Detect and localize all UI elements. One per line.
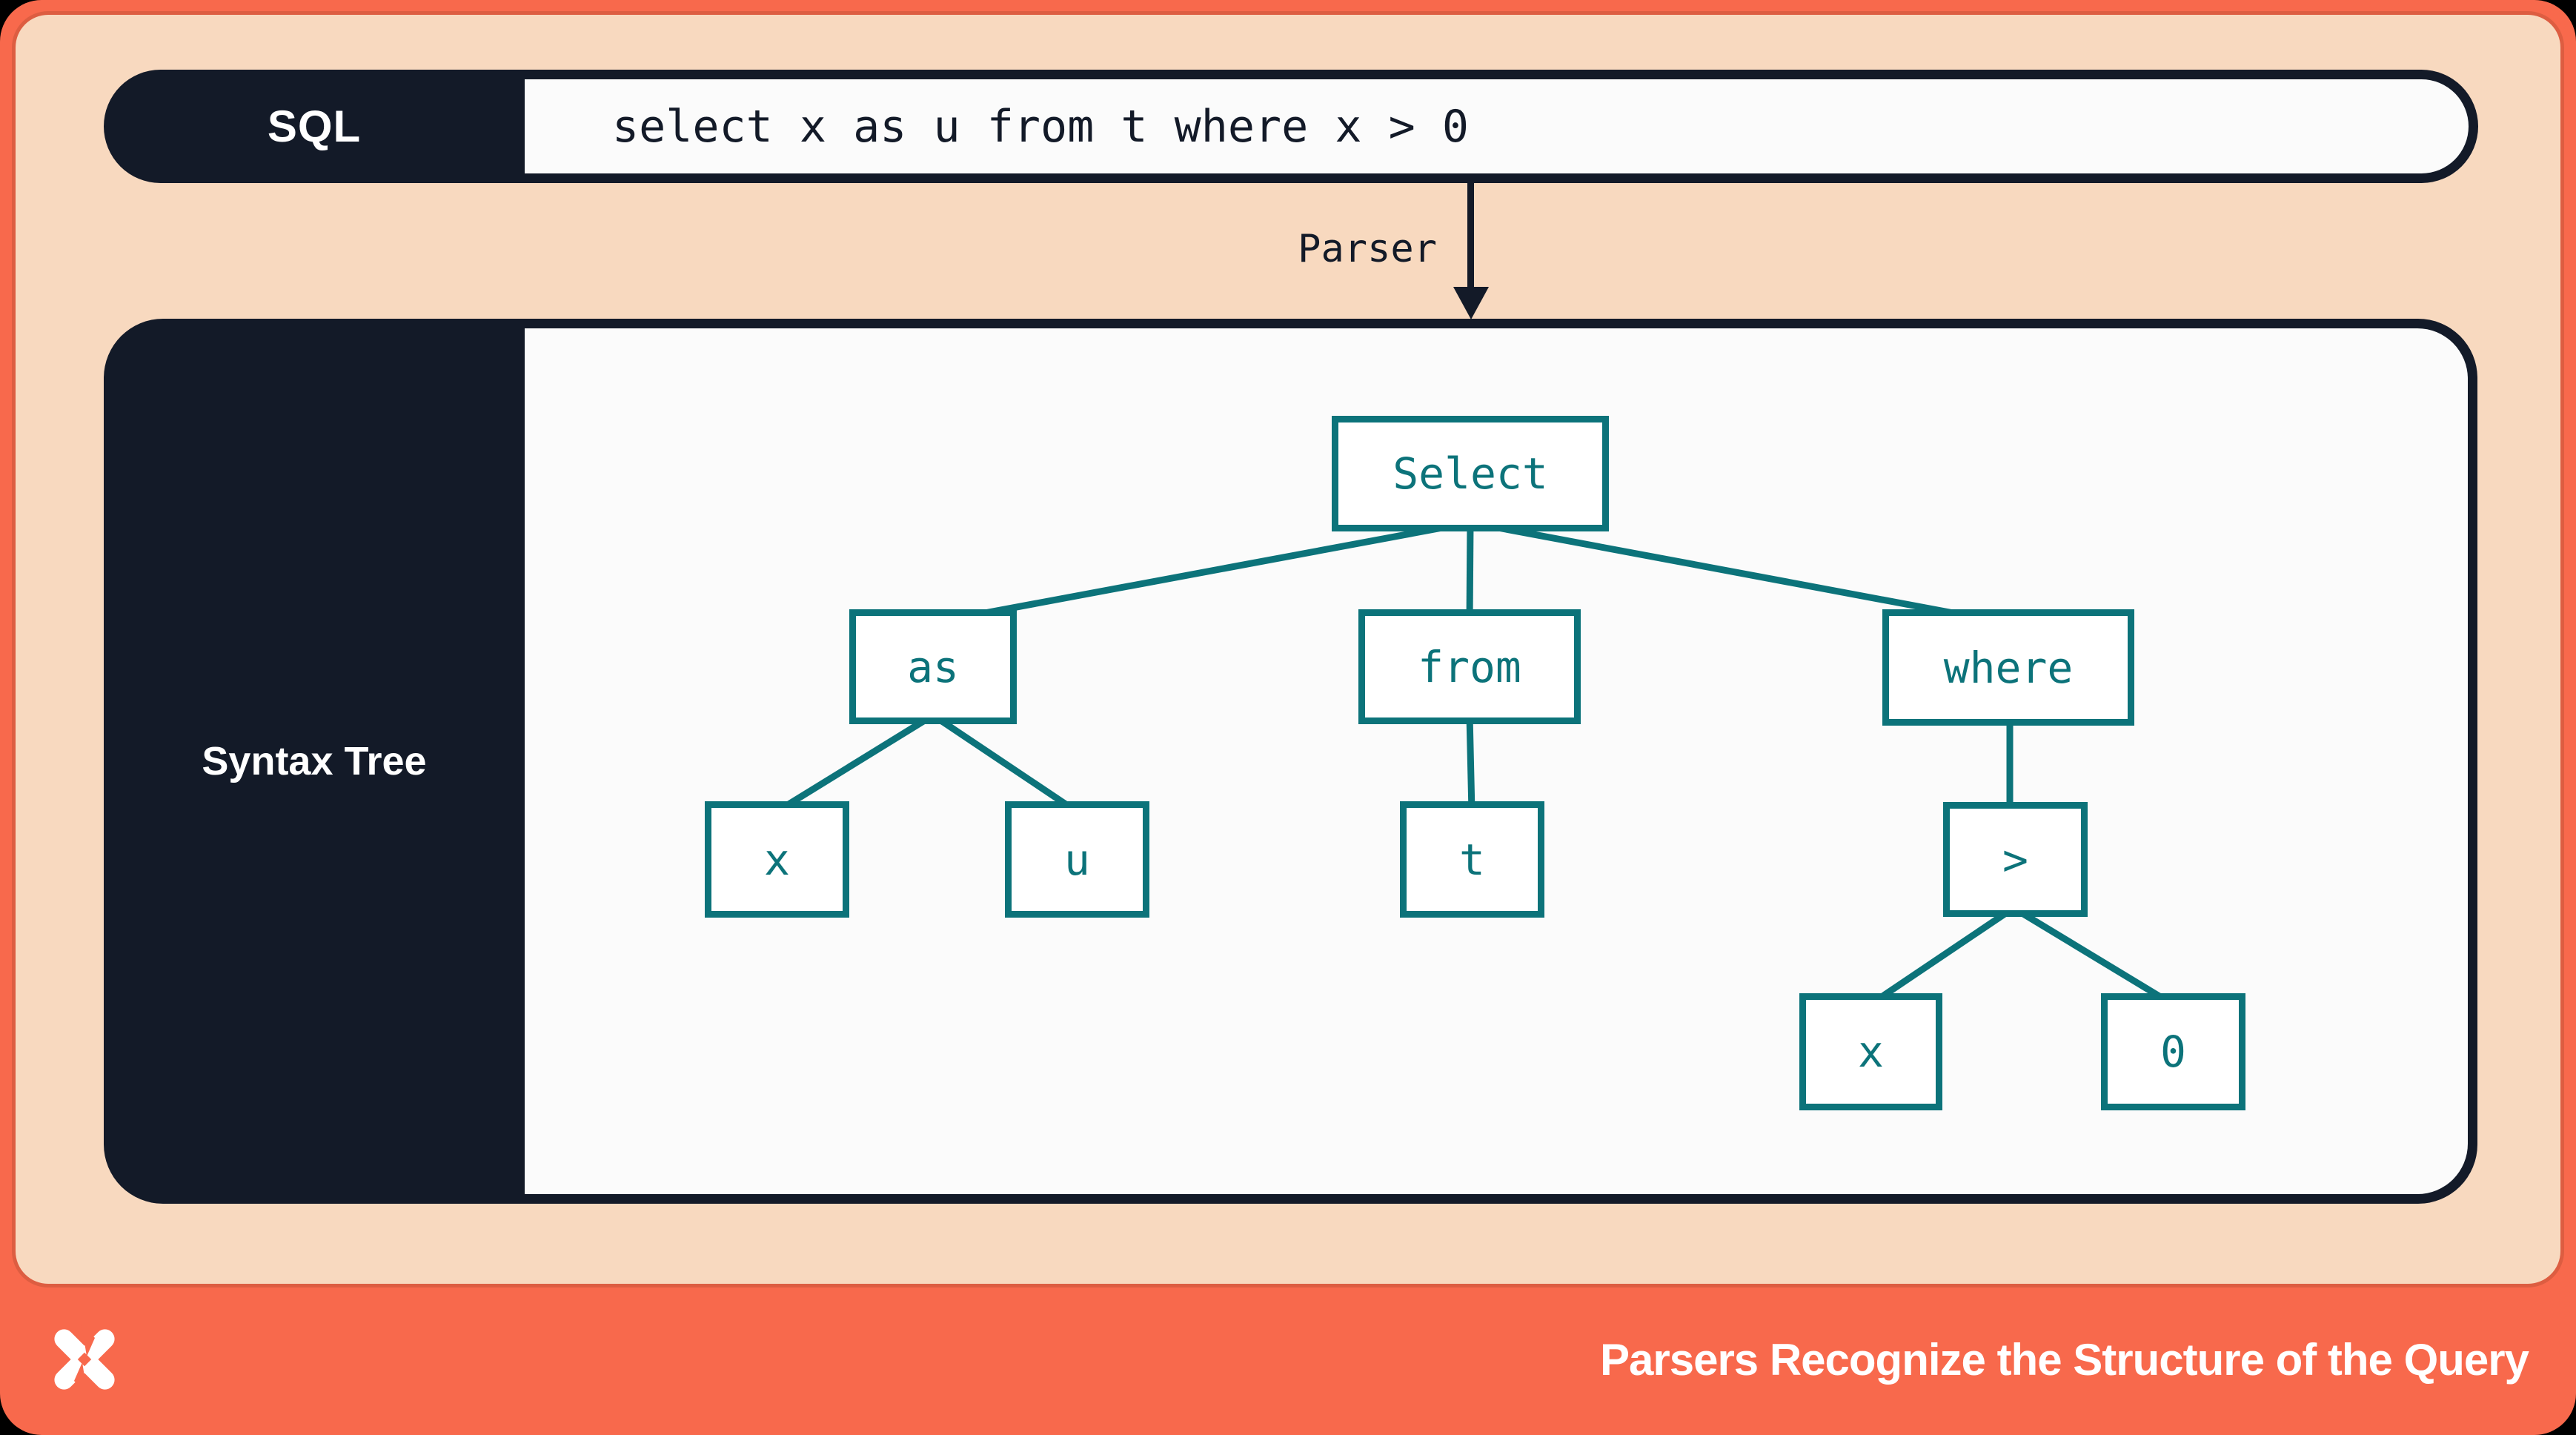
- down-arrow-icon: [1467, 183, 1474, 288]
- tree-node-t: t: [1400, 801, 1544, 918]
- sql-bar: SQL select x as u from t where x > 0: [104, 70, 2478, 183]
- tree-node-greater-than: >: [1943, 802, 2088, 917]
- tree-node-from: from: [1358, 609, 1581, 724]
- sql-code-zone: select x as u from t where x > 0: [525, 79, 2469, 173]
- footer-title: Parsers Recognize the Structure of the Q…: [1599, 1334, 2529, 1385]
- syntax-tree-sidebar: Syntax Tree: [104, 319, 525, 1204]
- sql-bar-label-zone: SQL: [104, 70, 525, 183]
- dbt-logo-icon: [54, 1324, 115, 1395]
- down-arrowhead-icon: [1453, 287, 1489, 319]
- tree-node-u: u: [1005, 801, 1149, 918]
- tree-node-as: as: [849, 609, 1017, 724]
- tree-node-where: where: [1882, 609, 2134, 726]
- tree-node-select: Select: [1332, 416, 1609, 531]
- sql-query-text: select x as u from t where x > 0: [612, 100, 1469, 153]
- tree-node-x-alias: x: [705, 801, 849, 918]
- sql-bar-label: SQL: [267, 102, 362, 151]
- footer-bar: Parsers Recognize the Structure of the Q…: [0, 1284, 2576, 1435]
- tree-node-zero: 0: [2101, 993, 2245, 1110]
- syntax-tree-label: Syntax Tree: [202, 739, 427, 783]
- parser-label: Parser: [1298, 227, 1437, 271]
- tree-node-x-operand: x: [1799, 993, 1942, 1110]
